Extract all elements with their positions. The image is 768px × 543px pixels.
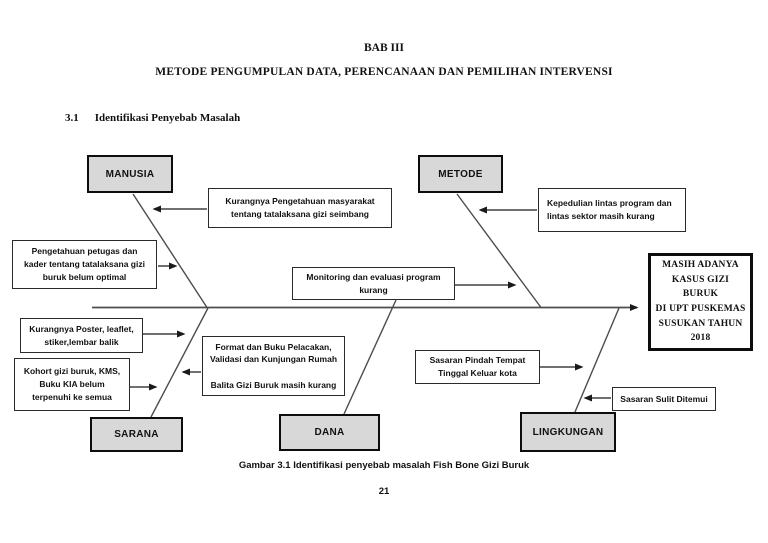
cause-box-pengetahuan-masyarakat: Kurangnya Pengetahuan masyarakat tentang…	[208, 188, 392, 228]
page-title: METODE PENGUMPULAN DATA, PERENCANAAN DAN…	[155, 66, 613, 78]
chapter-heading: BAB III	[364, 42, 404, 54]
cause-box-monitoring-evaluasi: Monitoring dan evaluasi program kurang	[292, 267, 455, 300]
manusia-bone-line	[132, 193, 208, 308]
cause-box-format-buku: Format dan Buku Pelacakan, Validasi dan …	[202, 336, 345, 396]
cause-box-kepedulian-lintas: Kepedulian lintas program dan lintas sek…	[538, 188, 686, 232]
category-box-metode: METODE	[418, 155, 503, 193]
category-box-dana: DANA	[279, 414, 380, 451]
section-title: Identifikasi Penyebab Masalah	[94, 112, 241, 124]
dana-bone-line	[343, 299, 397, 415]
category-box-manusia: MANUSIA	[87, 155, 173, 193]
category-box-sarana: SARANA	[90, 417, 183, 452]
cause-box-kurangnya-poster: Kurangnya Poster, leaflet, stiker,lembar…	[20, 318, 143, 353]
page-number: 21	[378, 486, 390, 497]
figure-caption: Gambar 3.1 Identifikasi penyebab masalah…	[238, 460, 530, 471]
sarana-bone-line	[150, 307, 209, 418]
metode-bone-line	[456, 193, 542, 308]
cause-box-sasaran-sulit: Sasaran Sulit Ditemui	[612, 387, 716, 411]
category-box-lingkungan: LINGKUNGAN	[520, 412, 616, 452]
section-heading: 3.1 Identifikasi Penyebab Masalah	[65, 112, 240, 124]
cause-box-sasaran-pindah: Sasaran Pindah Tempat Tinggal Keluar kot…	[415, 350, 540, 384]
cause-box-kohort-gizi: Kohort gizi buruk, KMS, Buku KIA belum t…	[14, 358, 130, 411]
cause-box-pengetahuan-petugas: Pengetahuan petugas dan kader tentang ta…	[12, 240, 157, 289]
lingkungan-bone-line	[574, 307, 620, 413]
section-number: 3.1	[65, 112, 79, 124]
effect-box-kasus-gizi-buruk: MASIH ADANYA KASUS GIZI BURUK DI UPT PUS…	[648, 253, 753, 351]
